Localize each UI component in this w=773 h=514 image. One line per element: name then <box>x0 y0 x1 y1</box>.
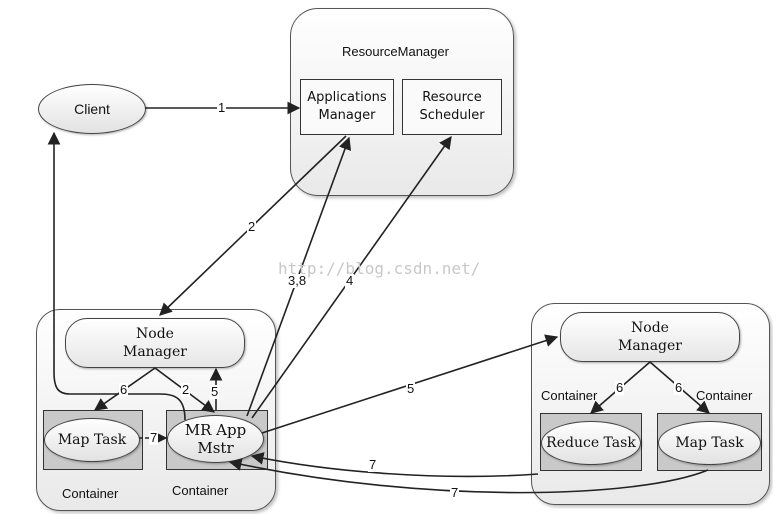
arrow-step-7-map-right <box>228 458 709 494</box>
applications-manager-box: Applications Manager <box>300 79 394 135</box>
client-node: Client <box>38 84 146 134</box>
mr-app-mstr: MR App Mstr <box>167 415 264 463</box>
left-map-task: Map Task <box>44 418 140 462</box>
arrow-mr-to-client <box>47 131 186 421</box>
reduce-task: Reduce Task <box>541 421 641 465</box>
step-label-2-nm: 2 <box>181 382 191 397</box>
step-label-5-nm: 5 <box>210 384 220 399</box>
step-label-7-reduce: 7 <box>368 457 378 472</box>
step-label-6-right-a: 6 <box>615 380 625 395</box>
step-label-7-map: 7 <box>149 430 159 445</box>
right-container-label-b: Container <box>696 388 753 403</box>
arrow-step-7-reduce <box>250 452 539 478</box>
step-label-4: 4 <box>345 273 355 288</box>
step-label-7-map-right: 7 <box>450 485 460 500</box>
left-container-label-a: Container <box>62 486 119 501</box>
resource-scheduler-box: Resource Scheduler <box>402 79 502 135</box>
left-container-label-b: Container <box>172 483 229 498</box>
left-node-manager: Node Manager <box>65 318 245 368</box>
watermark: http://blog.csdn.net/ <box>278 259 481 278</box>
step-label-3-8: 3,8 <box>287 273 308 288</box>
step-label-6-right-b: 6 <box>674 380 684 395</box>
right-map-task: Map Task <box>658 421 761 465</box>
step-label-5-right: 5 <box>406 381 416 396</box>
right-container-label-a: Container <box>541 388 598 403</box>
step-label-1: 1 <box>217 100 227 115</box>
right-node-manager: Node Manager <box>560 312 740 362</box>
resource-manager-title: ResourceManager <box>342 44 449 59</box>
step-label-2-rm: 2 <box>247 219 257 234</box>
step-label-6-left: 6 <box>119 382 129 397</box>
